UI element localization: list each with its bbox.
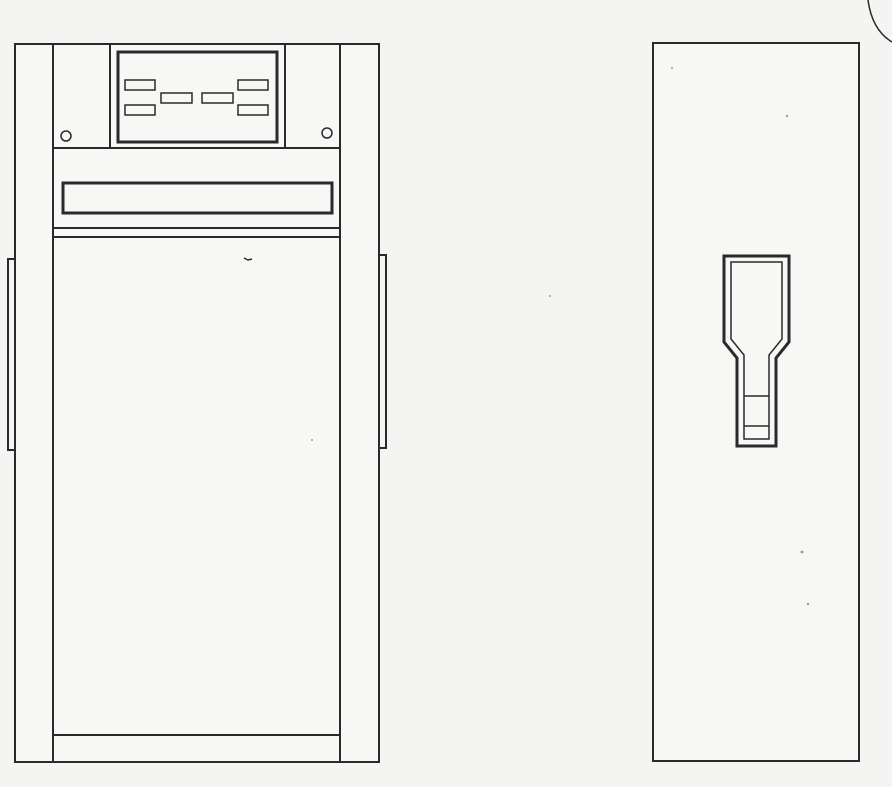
display-slot-6 (237, 104, 269, 116)
scan-specks (311, 67, 810, 606)
keyhole-recess-outer (722, 254, 791, 448)
screw-icon (60, 130, 72, 142)
corner-arc (867, 0, 892, 43)
front-outer-frame (14, 43, 380, 763)
left-handle (7, 258, 16, 451)
side-view (652, 42, 860, 762)
front-view (7, 43, 387, 763)
display-slot-2 (124, 104, 156, 116)
display-window (116, 50, 279, 144)
right-handle (378, 254, 387, 449)
side-outer-frame (652, 42, 860, 762)
display-slot-4 (201, 92, 234, 104)
display-slot-5 (237, 79, 269, 91)
display-slot-1 (124, 79, 156, 91)
door-mark (243, 257, 253, 261)
keyhole-recess-inner (730, 261, 783, 440)
screw-icon (321, 127, 333, 139)
display-slot-3 (160, 92, 193, 104)
horizontal-slot (61, 181, 334, 215)
